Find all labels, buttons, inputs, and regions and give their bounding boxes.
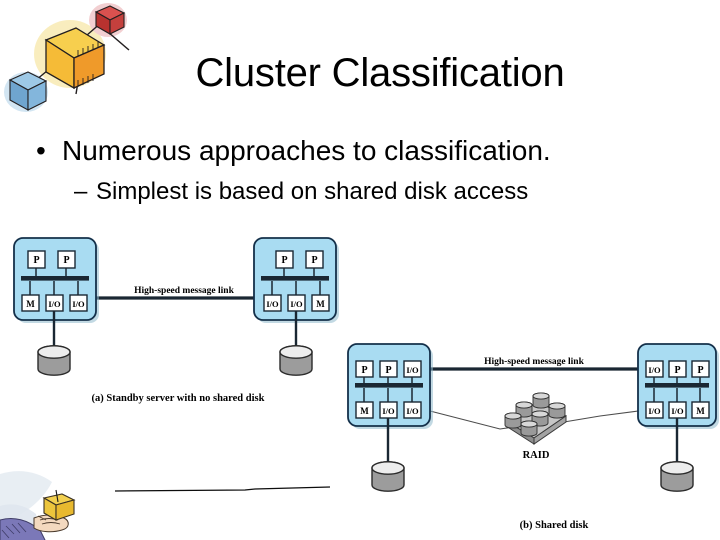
link-label-b: High-speed message link bbox=[484, 357, 584, 367]
chip-io: I/O bbox=[263, 294, 282, 312]
clipart-pointer-line bbox=[114, 486, 331, 492]
server-node-b-right: I/O P P I/O I/O bbox=[637, 343, 719, 429]
slide-title: Cluster Classification bbox=[195, 51, 565, 95]
svg-text:I/O: I/O bbox=[671, 406, 684, 416]
svg-text:M: M bbox=[26, 299, 35, 309]
svg-text:I/O: I/O bbox=[648, 365, 661, 375]
bullet-marker-icon: • bbox=[36, 135, 46, 166]
svg-text:I/O: I/O bbox=[382, 406, 395, 416]
server-node-a-right: P P I/O I/O M bbox=[253, 237, 339, 323]
chip-p: P bbox=[355, 360, 374, 378]
server-node-b-left: P P I/O M I/O bbox=[347, 343, 433, 429]
svg-text:M: M bbox=[696, 406, 705, 416]
bullet-level-2-text: Simplest is based on shared disk access bbox=[96, 178, 529, 205]
svg-text:I/O: I/O bbox=[648, 406, 661, 416]
chip-io: I/O bbox=[287, 294, 306, 312]
svg-text:P: P bbox=[33, 255, 39, 266]
svg-text:I/O: I/O bbox=[72, 299, 85, 309]
chip-m: M bbox=[691, 401, 710, 419]
network-boxes-clipart bbox=[4, 2, 140, 124]
chip-io: I/O bbox=[403, 360, 422, 378]
svg-text:I/O: I/O bbox=[266, 299, 279, 309]
svg-text:M: M bbox=[316, 299, 325, 309]
bullet-level-1: • Numerous approaches to classification. bbox=[36, 134, 696, 168]
chip-p: P bbox=[691, 360, 710, 378]
raid-label: RAID bbox=[523, 450, 550, 461]
chip-io: I/O bbox=[379, 401, 398, 419]
cluster-configurations-figure: P P M I/O I/O bbox=[0, 226, 720, 540]
svg-text:P: P bbox=[311, 255, 317, 266]
raid-array-icon bbox=[504, 392, 567, 445]
local-disk bbox=[37, 345, 71, 376]
chip-io: I/O bbox=[69, 294, 88, 312]
server-node-a-left: P P M I/O I/O bbox=[13, 237, 99, 323]
local-disk bbox=[371, 461, 405, 492]
bullet-level-2: –Simplest is based on shared disk access bbox=[74, 177, 714, 207]
raid-link-right bbox=[563, 410, 639, 423]
svg-text:I/O: I/O bbox=[406, 365, 419, 375]
chip-io: I/O bbox=[403, 401, 422, 419]
svg-text:I/O: I/O bbox=[48, 299, 61, 309]
chip-io: I/O bbox=[645, 360, 664, 378]
chip-io: I/O bbox=[645, 401, 664, 419]
chip-p: P bbox=[27, 250, 46, 269]
chip-io: I/O bbox=[45, 294, 64, 312]
caption-a: (a) Standby server with no shared disk bbox=[92, 393, 265, 404]
svg-text:P: P bbox=[385, 365, 391, 376]
local-disk bbox=[279, 345, 313, 376]
svg-text:I/O: I/O bbox=[406, 406, 419, 416]
dash-marker-icon: – bbox=[74, 178, 88, 205]
svg-text:P: P bbox=[674, 365, 680, 376]
chip-p: P bbox=[275, 250, 294, 269]
chip-p: P bbox=[379, 360, 398, 378]
svg-text:M: M bbox=[360, 406, 369, 416]
caption-b: (b) Shared disk bbox=[520, 520, 589, 531]
chip-m: M bbox=[355, 401, 374, 419]
svg-text:I/O: I/O bbox=[290, 299, 303, 309]
link-label-a: High-speed message link bbox=[134, 286, 234, 296]
bullet-level-1-text: Numerous approaches to classification. bbox=[62, 135, 551, 166]
chip-p: P bbox=[305, 250, 324, 269]
local-disk bbox=[660, 461, 694, 492]
hand-holding-box-clipart bbox=[0, 462, 135, 540]
chip-p: P bbox=[57, 250, 76, 269]
svg-text:P: P bbox=[361, 365, 367, 376]
svg-text:P: P bbox=[281, 255, 287, 266]
chip-io: I/O bbox=[668, 401, 687, 419]
chip-m: M bbox=[311, 294, 330, 312]
svg-text:P: P bbox=[697, 365, 703, 376]
chip-m: M bbox=[21, 294, 40, 312]
svg-text:P: P bbox=[63, 255, 69, 266]
chip-p: P bbox=[668, 360, 687, 378]
